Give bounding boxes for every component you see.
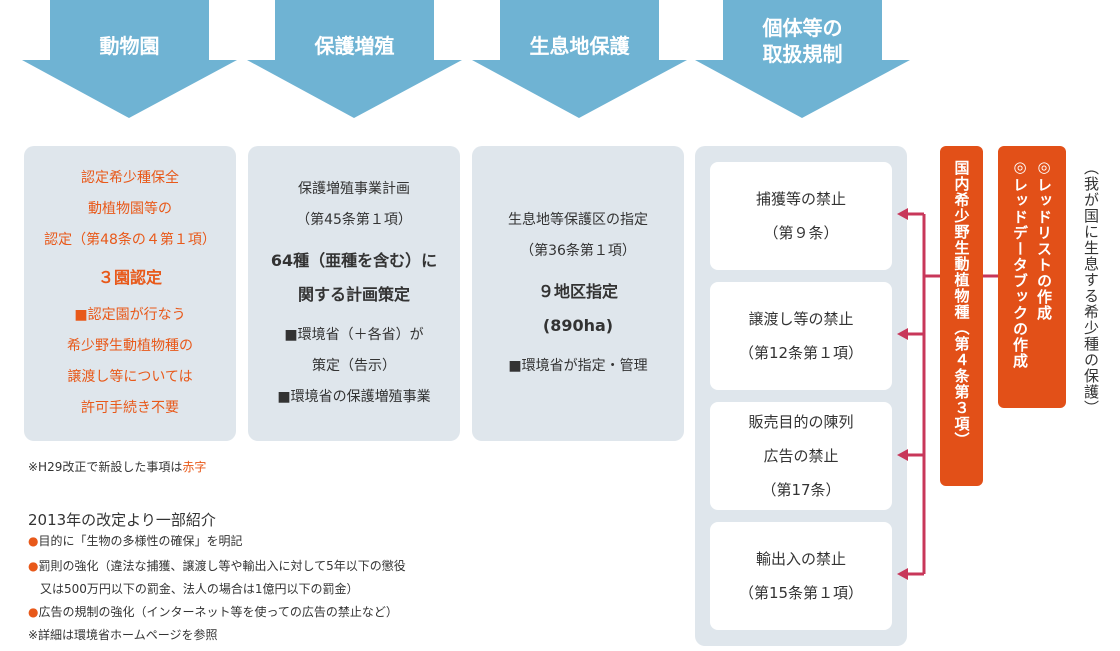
revision-item-3-text: 広告の規制の強化（インターネット等を使っての広告の禁止など） [38,605,398,619]
regulation-card-1-line-2: （第９条） [763,224,839,242]
habitat-line-1: 生息地等保護区の指定 [508,212,648,228]
revision-item-2: ●罰則の強化（違法な捕獲、譲渡し等や輸出入に対して5年以下の懲役 [28,557,406,574]
revision-item-2-text: 罰則の強化（違法な捕獲、譲渡し等や輸出入に対して5年以下の懲役 [38,559,406,573]
revision-item-2-cont-text: 又は500万円以下の罰金、法人の場合は1億円以下の罰金） [40,582,359,596]
note-prefix: ※H29改正で新設した事項は [28,460,183,474]
zoo-box: 認定希少種保全 動植物園等の 認定（第48条の４第１項） ３園認定 ■認定園が行… [24,146,236,441]
zoo-line-2: 動植物園等の [88,201,172,217]
redlist-line-1: ◎レッドリストの作成 [1035,158,1053,321]
regulation-card-transfer: 譲渡し等の禁止 （第12条第１項） [710,282,892,390]
arrow-habitat: 生息地保護 [472,0,687,118]
redlist-box-text: ◎レッドリストの作成 ◎レッドデータブックの作成 [1011,158,1053,369]
habitat-box: 生息地等保護区の指定 （第36条第１項） ９地区指定 (890ha) ■環境省が… [472,146,684,441]
breeding-line-4: 策定（告示） [312,358,396,374]
arrow-regulation: 個体等の 取扱規制 [695,0,910,118]
redlist-box: ◎レッドリストの作成 ◎レッドデータブックの作成 [998,146,1066,408]
revision-item-1: ●目的に「生物の多様性の確保」を明記 [28,532,243,549]
arrow-zoo-title: 動物園 [99,34,160,58]
regulation-card-4-line-1: 輸出入の禁止 [755,550,846,568]
breeding-line-5: ■環境省の保護増殖事業 [277,389,431,405]
breeding-line-3: ■環境省（＋各省）が [284,327,424,343]
revision-item-1-text: 目的に「生物の多様性の確保」を明記 [38,534,243,548]
arrow-regulation-title-1: 個体等の [762,16,843,40]
regulation-card-1-line-1: 捕獲等の禁止 [755,190,846,208]
zoo-line-4: ■認定園が行なう [74,307,186,323]
regulation-card-3-line-2: 広告の禁止 [763,447,839,465]
zoo-line-5: 希少野生動植物種の [67,338,193,354]
habitat-big-2: (890ha) [542,316,614,335]
regulation-card-4-line-2: （第15条第１項） [738,584,864,602]
bullet-icon: ● [28,605,39,619]
redlist-line-2: ◎レッドデータブックの作成 [1011,158,1029,369]
revision-item-2-cont: 又は500万円以下の罰金、法人の場合は1億円以下の罰金） [40,580,359,597]
habitat-line-2: （第36条第１項） [520,243,636,259]
regulation-card-import-export: 輸出入の禁止 （第15条第１項） [710,522,892,630]
breeding-line-2: （第45条第１項） [296,212,412,228]
arrow-regulation-title-2: 取扱規制 [762,42,843,66]
habitat-big-1: ９地区指定 [537,282,618,301]
species-reference: （第４条第３項） [952,320,971,448]
revision-note: ※H29改正で新設した事項は赤字 [28,458,206,475]
species-box: 国内希少野生動植物種（第４条第３項） [940,146,983,486]
zoo-line-6: 譲渡し等については [67,369,193,385]
note-accent: 赤字 [182,460,207,474]
zoo-line-1: 認定希少種保全 [81,170,179,186]
revision-title: 2013年の改定より一部紹介 [28,511,216,529]
arrow-breeding-title: 保護増殖 [314,34,395,58]
species-box-text: 国内希少野生動植物種（第４条第３項） [953,160,971,448]
breeding-big-2: 関する計画策定 [297,285,410,304]
revision-item-3: ●広告の規制の強化（インターネット等を使っての広告の禁止など） [28,603,398,620]
species-label: 国内希少野生動植物種 [952,160,971,320]
regulation-card-3-line-1: 販売目的の陳列 [748,413,854,431]
bullet-icon: ● [28,534,39,548]
zoo-certified-count: ３園認定 [97,268,162,287]
revision-footer: ※詳細は環境省ホームページを参照 [28,628,218,642]
arrow-zoo-shape [22,0,237,118]
regulation-card-2-line-2: （第12条第１項） [738,344,864,362]
regulation-card-capture: 捕獲等の禁止 （第９条） [710,162,892,270]
zoo-line-7: 許可手続き不要 [81,400,179,416]
regulation-panel: 捕獲等の禁止 （第９条） 譲渡し等の禁止 （第12条第１項） 販売目的の陳列 広… [695,146,907,646]
arrow-breeding: 保護増殖 [247,0,462,118]
regulation-card-3-line-3: （第17条） [761,481,841,499]
regulation-card-2-line-1: 譲渡し等の禁止 [748,310,854,328]
arrow-habitat-title: 生息地保護 [529,34,630,58]
bullet-icon: ● [28,559,39,573]
breeding-big-1: 64種（亜種を含む）に [270,251,438,270]
breeding-line-1: 保護増殖事業計画 [298,181,410,197]
arrow-regulation-shape [695,0,910,118]
arrow-zoo: 動物園 [22,0,237,118]
habitat-line-3: ■環境省が指定・管理 [508,358,648,374]
arrow-habitat-shape [472,0,687,118]
arrow-breeding-shape [247,0,462,118]
side-label: （我が国に生息する希少種の保護） [1082,160,1100,416]
breeding-box: 保護増殖事業計画 （第45条第１項） 64種（亜種を含む）に 関する計画策定 ■… [248,146,460,441]
regulation-card-display: 販売目的の陳列 広告の禁止 （第17条） [710,402,892,510]
zoo-line-3: 認定（第48条の４第１項） [44,232,216,248]
